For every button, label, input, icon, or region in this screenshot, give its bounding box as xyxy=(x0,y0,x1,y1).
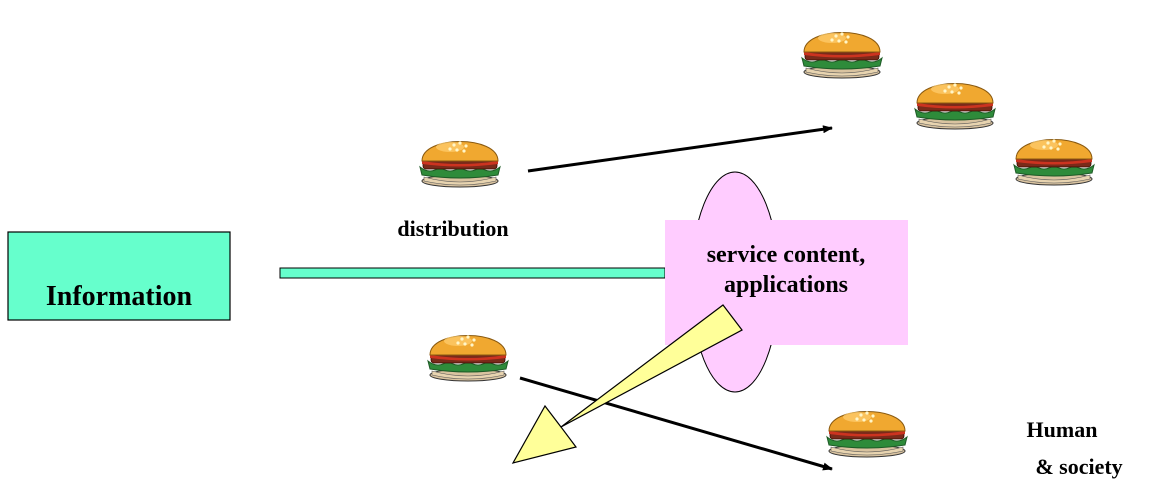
distribution-label: distribution xyxy=(397,216,508,241)
hamburger-icon xyxy=(801,31,883,79)
hamburger-icon xyxy=(914,82,996,130)
information-box: Information xyxy=(7,231,231,321)
information-label: Information xyxy=(46,281,193,312)
service-label-line2: applications xyxy=(724,272,848,298)
big-yellow-arrow xyxy=(511,304,743,464)
hamburger-icon xyxy=(427,334,509,382)
human-label-line2: & society xyxy=(1035,454,1122,479)
lower-distribution-arrow xyxy=(519,376,833,471)
upper-distribution-arrow xyxy=(527,125,833,173)
hamburger-icon xyxy=(826,410,908,458)
hamburger-icon xyxy=(1013,138,1095,186)
service-box: service content, applications xyxy=(665,220,908,345)
hamburger-icon xyxy=(419,140,501,188)
information-bar xyxy=(279,267,666,279)
service-label-line1: service content, xyxy=(707,242,866,268)
human-label-line1: Human xyxy=(1027,417,1098,442)
